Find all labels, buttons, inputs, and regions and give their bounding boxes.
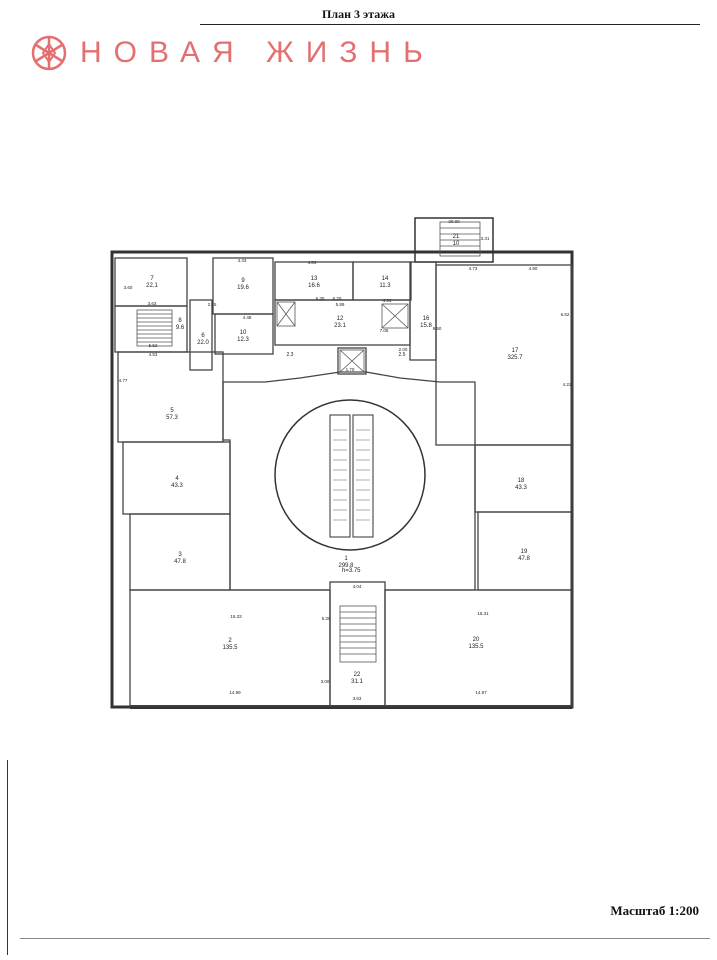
dimension-label: 4.22 xyxy=(563,382,572,387)
room-1-area: 299.8 xyxy=(338,563,354,569)
room-3-area: 47.8 xyxy=(174,559,186,565)
dimension-label: 7.06 xyxy=(380,328,389,333)
dimension-label: 20.00 xyxy=(448,219,460,224)
title-underline xyxy=(200,24,700,25)
dimension-label: 3.60 xyxy=(124,285,133,290)
scale-label: Масштаб 1:200 xyxy=(610,903,699,918)
room-1-number: 1 xyxy=(344,556,348,562)
dimension-labels: 4.43 3.60 3.63 5.52 4.53 4.84 5.89 4.31 6.30 6.20… xyxy=(119,219,572,701)
dimension-label: 4.90 xyxy=(529,266,538,271)
room-10-area: 12.3 xyxy=(237,337,249,343)
room-14-number: 14 xyxy=(382,276,389,282)
dimension-label: 3.00 xyxy=(321,679,330,684)
dimension-label: 14.99 xyxy=(229,690,241,695)
left-margin-line xyxy=(7,760,8,955)
brand-watermark: НОВАЯ ЖИЗНЬ xyxy=(30,33,435,73)
dimension-label: 2.15 xyxy=(208,302,217,307)
dimension-label: 4.84 xyxy=(308,260,317,265)
room-labels: 1299.82135.5347.8443.3557.3622.0722.189.… xyxy=(146,234,530,685)
room-4-area: 43.3 xyxy=(171,483,183,489)
dimension-label: 4.43 xyxy=(238,258,247,263)
page-title: План 3 этажа xyxy=(322,7,395,21)
room-10-number: 10 xyxy=(240,330,247,336)
room-18-area: 43.3 xyxy=(515,485,527,491)
dimension-label: 9.50 xyxy=(433,326,442,331)
room-21-number: 21 xyxy=(453,234,460,240)
small-area-label: 2.3 xyxy=(287,352,294,358)
dimension-label: 4.48 xyxy=(243,315,252,320)
bottom-margin-line xyxy=(20,938,710,939)
room-2-number: 2 xyxy=(228,638,232,644)
room-20-area: 135.5 xyxy=(468,644,484,650)
room-9-number: 9 xyxy=(241,278,245,284)
dimension-label: 5.52 xyxy=(149,343,158,348)
brand-name: НОВАЯ ЖИЗНЬ xyxy=(80,36,435,69)
room-6-area: 22.0 xyxy=(197,340,209,346)
dimension-label: 6.20 xyxy=(333,296,342,301)
dimension-label: 2.00 xyxy=(399,347,408,352)
dimension-label: 3.31 xyxy=(481,236,490,241)
dimension-label: 4.77 xyxy=(119,378,128,383)
room-19-area: 47.8 xyxy=(518,556,530,562)
room-13-area: 16.6 xyxy=(308,283,320,289)
dimension-label: 1.70 xyxy=(346,367,355,372)
room-20-number: 20 xyxy=(473,637,480,643)
room-walls xyxy=(114,257,573,707)
dimension-label: 5.89 xyxy=(336,302,345,307)
dimension-label: 3.63 xyxy=(148,301,157,306)
room-18-number: 18 xyxy=(518,478,525,484)
room-22-number: 22 xyxy=(354,672,361,678)
dimension-label: 6.30 xyxy=(316,296,325,301)
room-7-area: 22.1 xyxy=(146,283,158,289)
dimension-label: 3.63 xyxy=(353,696,362,701)
room-5-number: 5 xyxy=(170,408,174,414)
room-2-area: 135.5 xyxy=(222,645,238,651)
dimension-label: 4.31 xyxy=(383,298,392,303)
dimension-label: 6.52 xyxy=(561,312,570,317)
stairwell-marks xyxy=(136,221,481,663)
atrium-void xyxy=(274,399,426,551)
room-8-area: 9.6 xyxy=(176,325,185,331)
room-17-number: 17 xyxy=(512,348,519,354)
room-12-area: 23.1 xyxy=(334,323,346,329)
height-label: h=3.75 xyxy=(342,568,361,574)
dimension-label: 15.33 xyxy=(230,614,242,619)
dimension-label: 5.30 xyxy=(322,616,331,621)
room-13-number: 13 xyxy=(311,276,318,282)
dimension-label: 4.04 xyxy=(353,584,362,589)
room-3-number: 3 xyxy=(178,552,182,558)
room-5-area: 57.3 xyxy=(166,415,178,421)
dimension-label: 14.97 xyxy=(475,690,487,695)
room-19-number: 19 xyxy=(521,549,528,555)
room-21-area: 10 xyxy=(453,241,460,247)
room-9-area: 19.6 xyxy=(237,285,249,291)
dimension-label: 4.53 xyxy=(149,352,158,357)
small-area-label: 2.5 xyxy=(399,352,406,358)
room-14-area: 11.3 xyxy=(379,283,391,289)
room-7-number: 7 xyxy=(150,276,154,282)
sun-ornament-icon xyxy=(31,35,67,71)
room-12-number: 12 xyxy=(337,316,344,322)
room-8-number: 8 xyxy=(178,318,182,324)
room-16-number: 16 xyxy=(423,316,430,322)
room-16-area: 15.8 xyxy=(420,323,432,329)
dimension-label: 15.31 xyxy=(477,611,489,616)
room-17-area: 325.7 xyxy=(507,355,523,361)
room-4-number: 4 xyxy=(175,476,179,482)
room-6-number: 6 xyxy=(201,333,205,339)
dimension-label: 4.73 xyxy=(469,266,478,271)
room-22-area: 31.1 xyxy=(351,679,363,685)
